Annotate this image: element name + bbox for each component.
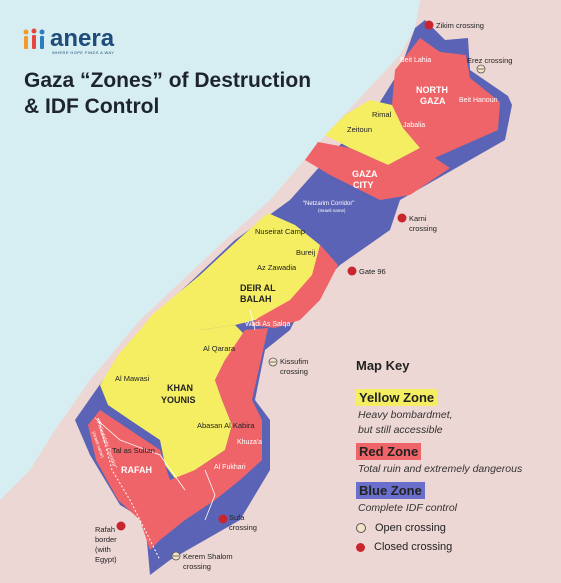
- open-crossing-icon: [356, 523, 366, 533]
- label-wadi: Wadi As Salqa: [245, 321, 290, 328]
- closed-crossing-zikim: [424, 20, 434, 30]
- label-gate96: Gate 96: [359, 267, 386, 276]
- label-deir-1: DEIR AL: [240, 283, 276, 293]
- label-netzarim-1: “Netzarim Corridor”: [303, 201, 354, 207]
- anera-tagline: WHERE HOPE FINDS A WAY: [52, 50, 115, 55]
- sea-area: [0, 0, 420, 500]
- blue-zone-desc: Complete IDF control: [358, 502, 458, 514]
- label-gaza-city-2: CITY: [353, 180, 374, 190]
- label-nuseirat: Nuseirat Camp: [255, 227, 305, 236]
- red-zone-label: Red Zone: [356, 443, 422, 460]
- yellow-zone-label: Yellow Zone: [356, 389, 438, 406]
- red-zone-desc: Total ruin and extremely dangerous: [358, 463, 523, 475]
- label-netzarim-2: (Israeli name): [318, 208, 346, 213]
- label-erez: Erez crossing: [467, 56, 512, 65]
- label-khuzaa: Khuza'a: [237, 439, 262, 446]
- label-kerem-1: Kerem Shalom: [183, 552, 233, 561]
- label-khan-1: KHAN: [167, 383, 193, 393]
- anera-logo: anera: [22, 25, 115, 52]
- legend-open-crossing: Open crossing: [356, 522, 556, 534]
- label-north-gaza-2: GAZA: [420, 96, 446, 106]
- label-mawasi: Al Mawasi: [115, 374, 150, 383]
- label-rafah-border-4: Egypt): [95, 555, 117, 564]
- district-boundary-wadi: [249, 309, 256, 331]
- label-deir-2: BALAH: [240, 294, 272, 304]
- label-abasan: Abasan Al Kabira: [197, 421, 255, 430]
- red-zone-middle-east: [250, 245, 338, 328]
- title-line-1: Gaza “Zones” of Destruction: [24, 69, 312, 92]
- open-crossing-text: Open crossing: [375, 522, 446, 534]
- label-rafah-border-1: Rafah: [95, 525, 115, 534]
- map-key-title: Map Key: [356, 358, 410, 373]
- closed-crossing-sufa: [218, 514, 228, 524]
- label-fukhari: Al Fukhari: [214, 464, 246, 471]
- district-boundary-fukhari: [204, 469, 216, 521]
- closed-crossing-karni: [397, 213, 407, 223]
- label-rafah: RAFAH: [121, 465, 152, 475]
- label-sufa-1: Sufa: [229, 513, 245, 522]
- map-key: Map Key Yellow Zone Heavy bombardmet, bu…: [356, 358, 556, 553]
- blue-zone-label: Blue Zone: [356, 482, 425, 499]
- label-sufa-2: crossing: [229, 523, 257, 532]
- red-zone-gaza-city: [305, 142, 450, 200]
- label-khan-2: YOUNIS: [161, 395, 196, 405]
- title-line-2: & IDF Control: [24, 95, 160, 118]
- label-zawaida: Az Zawadia: [257, 263, 297, 272]
- label-karni-1: Karni: [409, 214, 427, 223]
- yellow-zone-gaza-west: [325, 100, 420, 165]
- label-rimal: Rimal: [372, 110, 392, 119]
- yellow-zone-khan-younis: [100, 325, 245, 485]
- label-jabalia: Jabalia: [403, 122, 425, 129]
- label-rafah-border-3: (with: [95, 545, 111, 554]
- label-karni-2: crossing: [409, 224, 437, 233]
- anera-logo-icon: [23, 28, 45, 49]
- district-boundary-rafah: [94, 417, 186, 491]
- closed-crossing-rafah: [116, 521, 126, 531]
- closed-crossing-text: Closed crossing: [374, 541, 453, 553]
- closed-crossing-icon: [356, 542, 365, 552]
- anera-wordmark: anera: [50, 25, 115, 52]
- label-rafah-border-2: border: [95, 535, 117, 544]
- label-qarara: Al Qarara: [203, 344, 236, 353]
- label-bureij: Bureij: [296, 248, 316, 257]
- label-kissufim-1: Kissufim: [280, 357, 308, 366]
- closed-crossing-gate96: [347, 266, 357, 276]
- philadelphi-corridor-line: [97, 417, 161, 561]
- yellow-zone-desc-2: but still accessible: [358, 424, 443, 436]
- red-zone-north: [392, 38, 500, 160]
- legend-closed-crossing: Closed crossing: [356, 541, 556, 553]
- label-zeitoun: Zeitoun: [347, 125, 372, 134]
- label-beit-lahia: Beit Lahia: [400, 57, 431, 64]
- yellow-zone-desc-1: Heavy bombardmet,: [358, 409, 453, 421]
- label-kissufim-2: crossing: [280, 367, 308, 376]
- page-title: Gaza “Zones” of Destruction & IDF Contro…: [24, 68, 311, 120]
- label-zikim: Zikim crossing: [436, 21, 484, 30]
- label-tal: Tal as Sultan: [112, 446, 155, 455]
- label-gaza-city-1: GAZA: [352, 169, 378, 179]
- label-beit-hanoun: Beit Hanoun: [459, 97, 498, 104]
- label-north-gaza-1: NORTH: [416, 85, 448, 95]
- yellow-zone-middle: [140, 213, 335, 330]
- label-kerem-2: crossing: [183, 562, 211, 571]
- red-zone-south: [88, 328, 268, 550]
